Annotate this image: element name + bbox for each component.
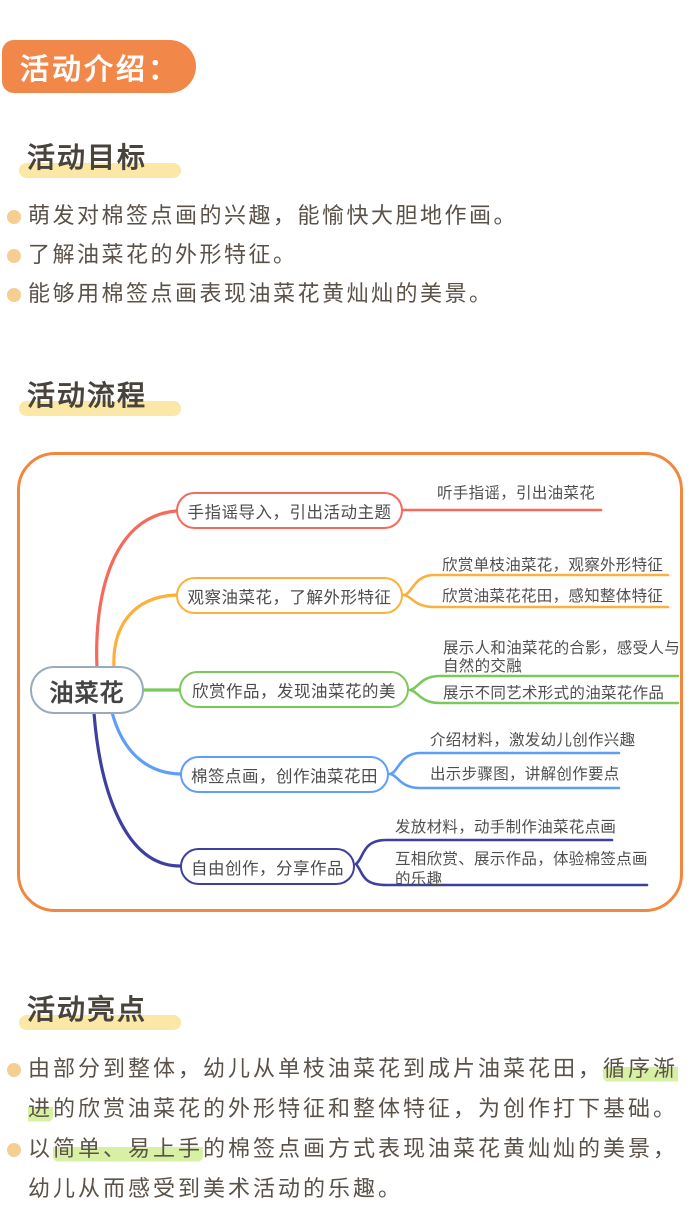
page-title-badge: 活动介绍：: [2, 40, 196, 93]
heading-marker-bar: [19, 163, 182, 178]
mindmap-branch-node-4: 棉签点画，创作油菜花田: [180, 756, 389, 793]
mindmap-leaf: 介绍材料，激发幼儿创作兴趣: [430, 731, 636, 749]
mindmap-branch-node-1: 手指谣导入，引出活动主题: [176, 492, 403, 529]
mindmap-leaf: 展示不同艺术形式的油菜花作品: [443, 684, 665, 702]
highlight-item: 由部分到整体，幼儿从单枝油菜花到成片油菜花田，循序渐进的欣赏油菜花的外形特征和整…: [7, 1050, 688, 1130]
goal-item: 了解油菜花的外形特征。: [7, 242, 692, 269]
mindmap-leaf: 欣赏单枝油菜花，观察外形特征: [442, 556, 664, 574]
page-title: 活动介绍：: [20, 51, 181, 86]
goal-item: 萌发对棉签点画的兴趣，能愉快大胆地作画。: [7, 203, 692, 230]
highlights-heading: 活动亮点: [19, 988, 182, 1030]
bullet-dot-icon: [7, 210, 21, 224]
mindmap-leaf: 听手指谣，引出油菜花: [437, 484, 596, 502]
mindmap-root-node: 油菜花: [30, 666, 144, 714]
goal-item: 能够用棉签点画表现油菜花黄灿灿的美景。: [7, 281, 692, 308]
highlight-item: 以简单、易上手的棉签点画方式表现油菜花黄灿灿的美景，幼儿从而感受到美术活动的乐趣…: [7, 1130, 688, 1210]
bullet-dot-icon: [7, 1143, 21, 1157]
bullet-dot-icon: [7, 288, 21, 302]
green-marked-text: 简单、易上手: [53, 1137, 204, 1162]
mindmap-leaf: 发放材料，动手制作油菜花点画: [395, 818, 617, 836]
mindmap-branch-node-3: 欣赏作品，发现油菜花的美: [179, 671, 409, 708]
heading-marker-bar: [19, 1015, 182, 1030]
bullet-dot-icon: [7, 1063, 21, 1077]
goals-heading: 活动目标: [19, 136, 182, 178]
mindmap-leaf: 展示人和油菜花的合影，感受人与自然的交融: [443, 639, 681, 675]
flow-heading: 活动流程: [19, 374, 182, 416]
mindmap-leaf: 欣赏油菜花花田，感知整体特征: [442, 587, 664, 605]
mindmap-branch-node-2: 观察油菜花，了解外形特征: [176, 577, 403, 614]
bullet-dot-icon: [7, 249, 21, 263]
mindmap-branch-node-5: 自由创作，分享作品: [180, 848, 355, 885]
heading-marker-bar: [19, 401, 182, 416]
mindmap-leaf: 出示步骤图，讲解创作要点: [430, 765, 620, 783]
mindmap-leaf: 互相欣赏、展示作品，体验棉签点画的乐趣: [395, 850, 648, 888]
